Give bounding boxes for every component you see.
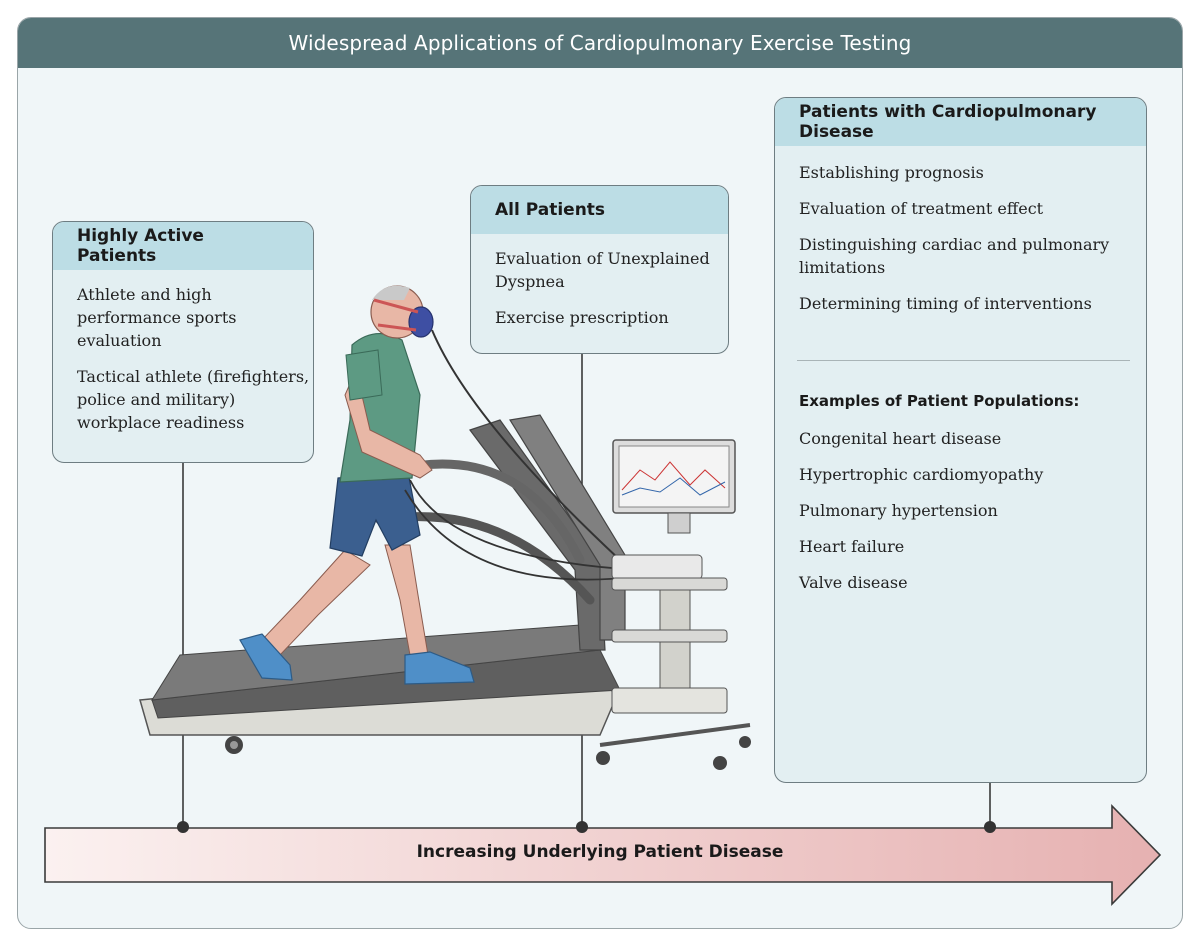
highly-active-item-1-line-2: performance sports [77, 308, 237, 327]
all-patients-box: All Patients Evaluation of Unexplained D… [470, 185, 729, 354]
monitor-cart-illustration [596, 439, 751, 770]
highly-active-item-1-line-1: Athlete and high [77, 285, 212, 304]
arrow-label: Increasing Underlying Patient Disease [416, 842, 784, 862]
highly-active-item-2-line-1: Tactical athlete (firefighters, [77, 367, 310, 386]
highly-active-patients-box: Highly Active Patients Athlete and high … [52, 221, 314, 463]
all-patients-item-2: Exercise prescription [495, 308, 669, 327]
connector-dots [177, 821, 996, 833]
cardiopulmonary-item-2: Evaluation of treatment effect [799, 199, 1044, 218]
highly-active-item-2-line-2: police and military) [77, 390, 236, 409]
cardiopulmonary-item-4: Determining timing of interventions [799, 294, 1092, 313]
disease-arrow [44, 804, 1162, 906]
cardiopulmonary-disease-box: Patients with Cardiopulmonary Disease Es… [774, 97, 1147, 783]
patient-illustration [239, 285, 651, 685]
cardiopulmonary-disease-header: Patients with Cardiopulmonary Disease [775, 98, 1146, 146]
highly-active-patients-header: Highly Active Patients [53, 222, 313, 270]
all-patients-header: All Patients [471, 186, 728, 234]
cardiopulmonary-item-1: Establishing prognosis [799, 163, 984, 182]
examples-heading: Examples of Patient Populations: [799, 392, 1080, 410]
highly-active-item-2-line-3: workplace readiness [77, 413, 245, 432]
highly-active-item-1-line-3: evaluation [77, 331, 162, 350]
cardiopulmonary-item-3-line-1: Distinguishing cardiac and pulmonary [799, 235, 1110, 254]
cardiopulmonary-item-3-line-2: limitations [799, 258, 886, 277]
treadmill-illustration [139, 414, 626, 754]
example-item-5: Valve disease [799, 573, 908, 592]
example-item-4: Heart failure [799, 537, 905, 556]
example-item-2: Hypertrophic cardiomyopathy [799, 465, 1044, 484]
all-patients-item-1-line-1: Evaluation of Unexplained [495, 249, 710, 268]
example-item-3: Pulmonary hypertension [799, 501, 998, 520]
section-divider [797, 360, 1130, 361]
figure-title: Widespread Applications of Cardiopulmona… [18, 18, 1182, 68]
example-item-1: Congenital heart disease [799, 429, 1002, 448]
all-patients-item-1-line-2: Dyspnea [495, 272, 565, 291]
